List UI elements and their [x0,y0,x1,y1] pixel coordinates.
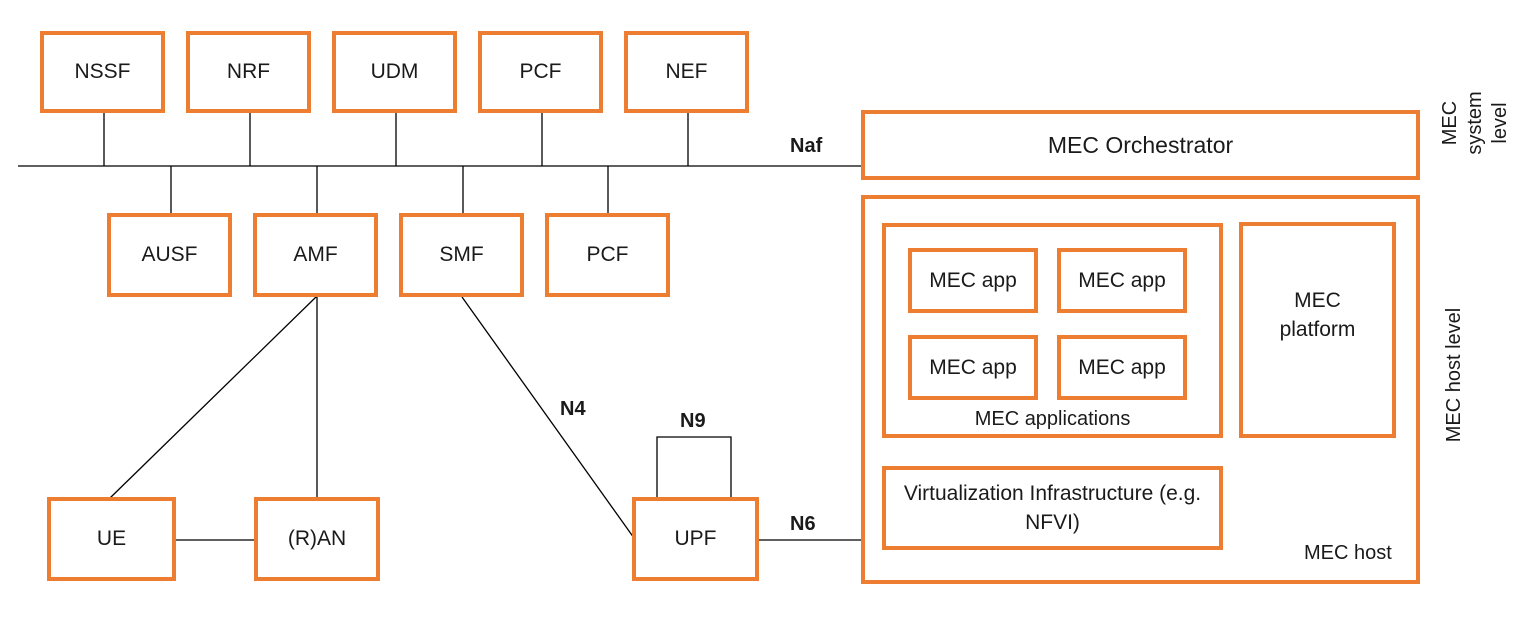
amf-box: AMF [253,213,378,297]
mec-host-level-text: MEC host level [1443,307,1465,443]
n9-interface-label: N9 [680,410,706,432]
pcf-top-box: PCF [478,31,603,113]
mec-system-level-text: MEC system level [1439,91,1511,155]
naf-interface-label: Naf [790,135,823,157]
mec-platform-label: MEC platform [1279,288,1356,341]
pcf-top-label: PCF [519,60,562,84]
smf-label: SMF [439,243,484,267]
mec-app-box-2: MEC app [1057,248,1187,313]
mec-applications-label: MEC applications [974,408,1131,430]
n4-interface-label: N4 [560,398,586,420]
mec-orchestrator-label: MEC Orchestrator [1047,131,1234,158]
upf-box: UPF [632,497,759,581]
ausf-label: AUSF [141,243,198,267]
mec-app-label: MEC app [1078,268,1166,292]
mec-app-label: MEC app [929,355,1017,379]
nef-label: NEF [665,60,708,84]
amf-label: AMF [293,243,338,267]
mec-app-label: MEC app [1078,355,1166,379]
mec-platform-box: MEC platform [1239,222,1396,438]
upf-label: UPF [674,527,717,551]
mec-app-label: MEC app [929,268,1017,292]
mec-app-box-3: MEC app [908,335,1038,400]
pcf-bottom-label: PCF [586,243,629,267]
amf-ue-link [109,295,318,499]
smf-upf-n4-link [461,296,635,539]
ran-box: (R)AN [254,497,380,581]
virtualization-infrastructure-box: Virtualization Infrastructure (e.g. NFVI… [882,466,1223,550]
udm-label: UDM [370,60,419,84]
nrf-box: NRF [186,31,311,113]
upf-n9-loop [656,436,732,498]
virtualization-infrastructure-label: Virtualization Infrastructure (e.g. NFVI… [903,481,1202,534]
n6-interface-label: N6 [790,513,816,535]
udm-box: UDM [332,31,457,113]
mec-host-level-label: MEC host level [1442,290,1468,460]
ue-label: UE [96,527,127,551]
nef-box: NEF [624,31,749,113]
ran-label: (R)AN [287,527,347,551]
ue-box: UE [47,497,176,581]
nssf-box: NSSF [40,31,165,113]
nrf-label: NRF [226,60,271,84]
pcf-bottom-box: PCF [545,213,670,297]
mec-orchestrator-box: MEC Orchestrator [861,110,1420,180]
mec-app-box-1: MEC app [908,248,1038,313]
ausf-box: AUSF [107,213,232,297]
smf-box: SMF [399,213,524,297]
mec-system-level-label: MEC system level [1438,53,1511,193]
mec-host-label: MEC host [1304,542,1392,564]
mec-app-box-4: MEC app [1057,335,1187,400]
nssf-label: NSSF [74,60,131,84]
